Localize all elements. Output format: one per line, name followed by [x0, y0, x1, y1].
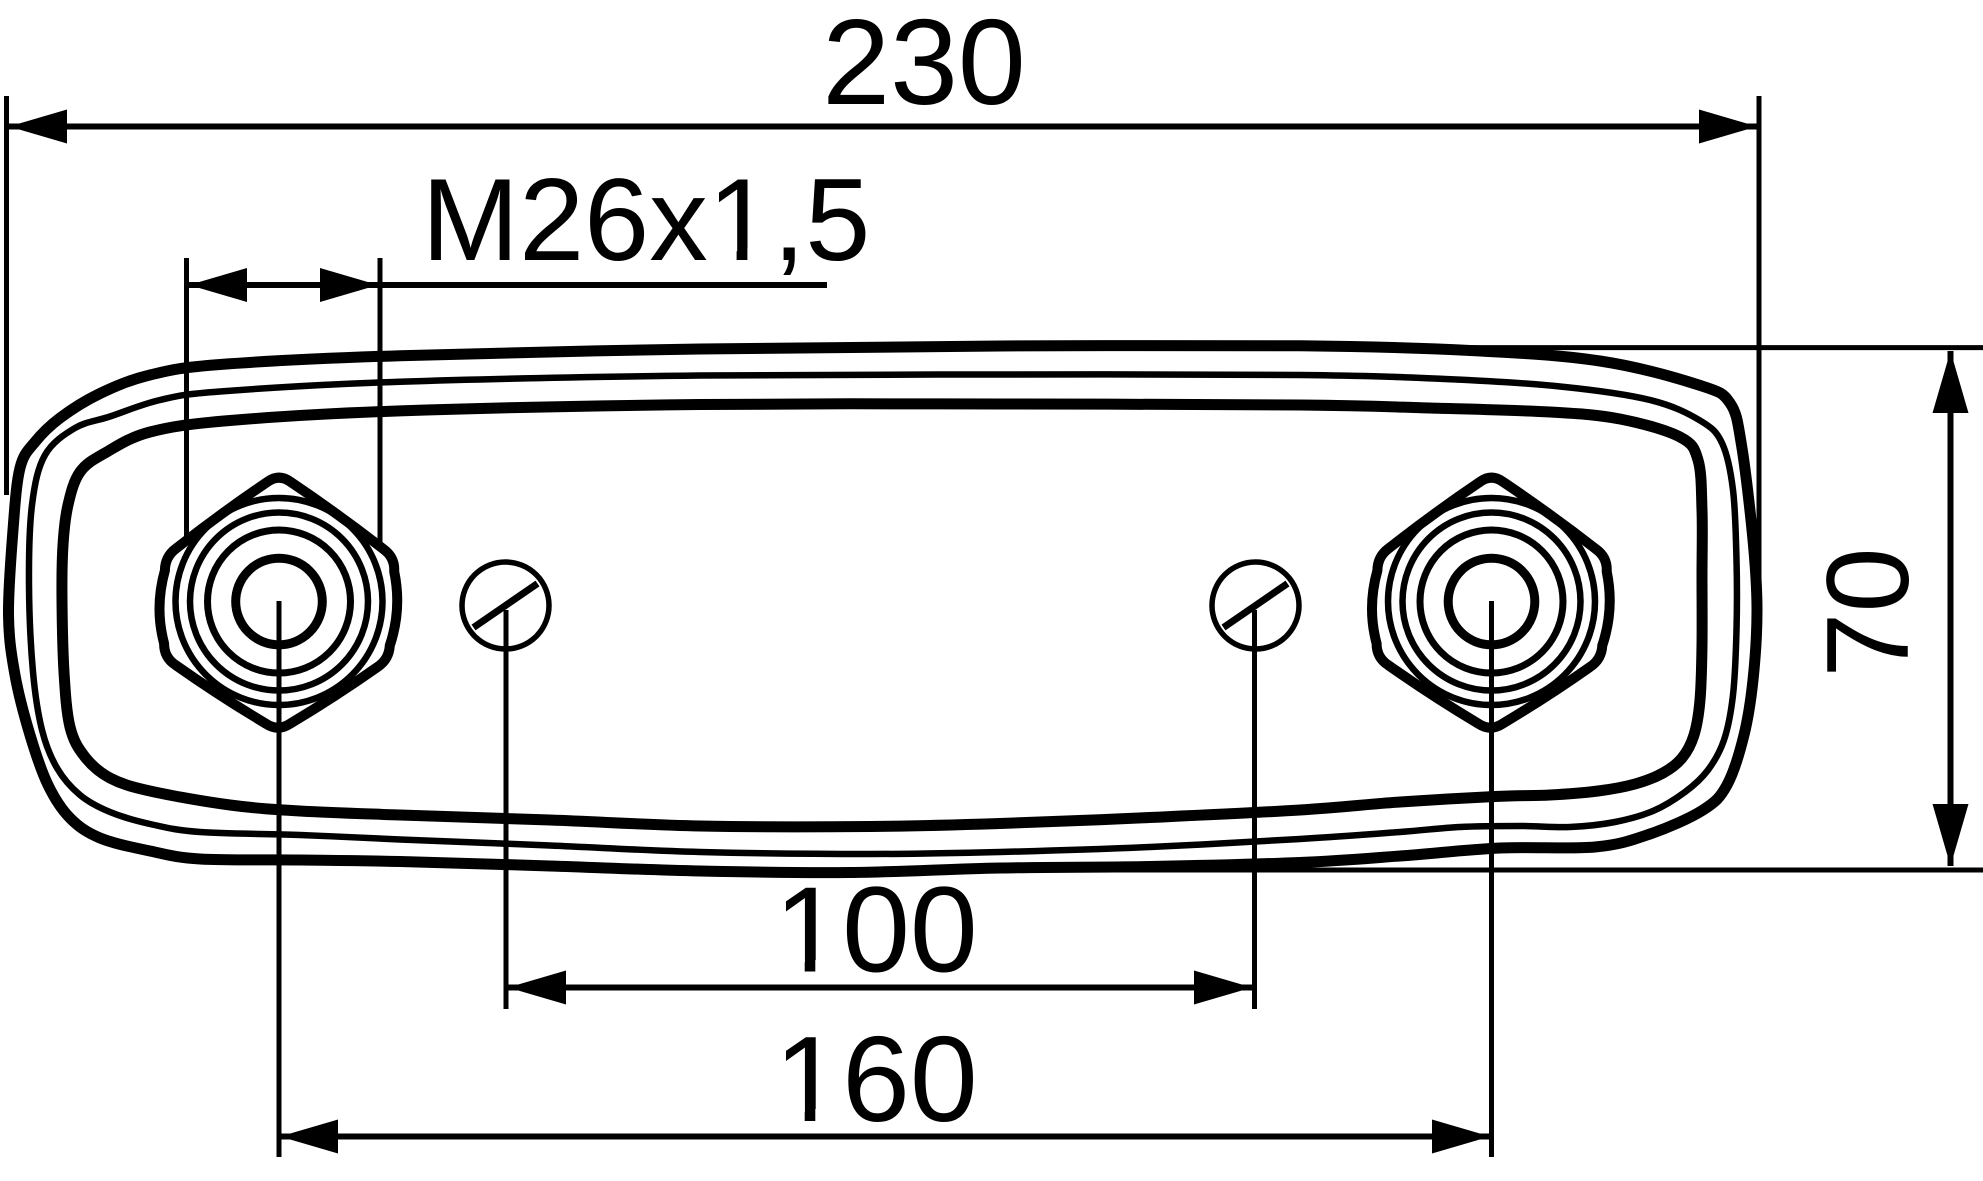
- svg-text:160: 160: [774, 1011, 978, 1147]
- svg-text:M26x1,5: M26x1,5: [422, 154, 871, 285]
- svg-text:230: 230: [822, 0, 1026, 130]
- svg-text:100: 100: [774, 862, 978, 998]
- svg-text:70: 70: [1802, 547, 1933, 677]
